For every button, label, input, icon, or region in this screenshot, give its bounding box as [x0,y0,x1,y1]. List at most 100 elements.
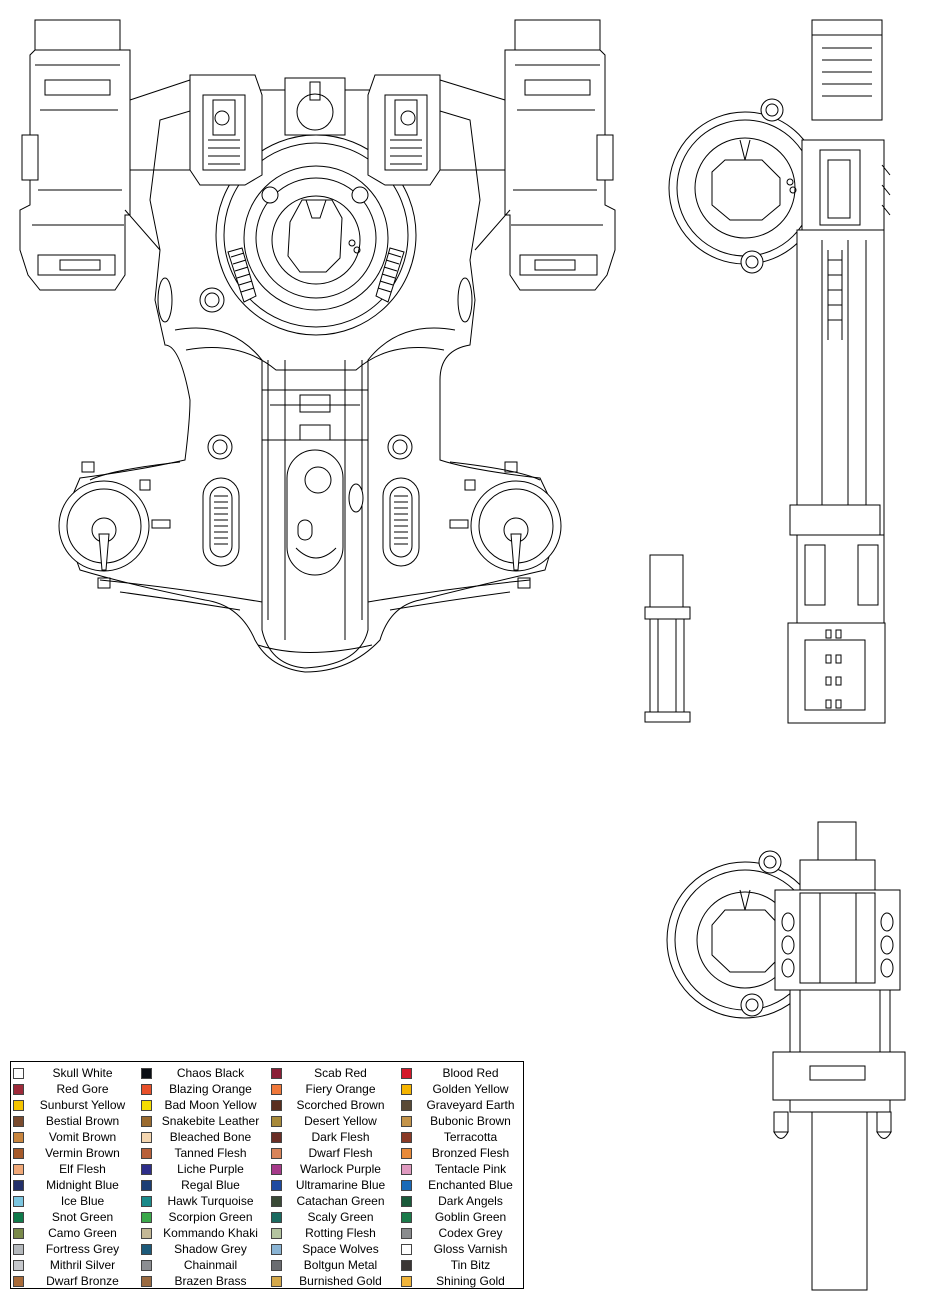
paint-name: Chainmail [183,1258,238,1272]
palette-entry: Bad Moon Yellow [141,1097,269,1113]
color-swatch [13,1179,24,1191]
palette-entry: Dark Angels [401,1193,529,1209]
palette-entry: Goblin Green [401,1209,529,1225]
paint-name: Red Gore [56,1082,109,1096]
paint-name: Regal Blue [181,1178,240,1192]
palette-entry: Snakebite Leather [141,1113,269,1129]
color-swatch [271,1227,282,1239]
paint-name: Dwarf Bronze [46,1274,119,1288]
palette-entry: Brazen Brass [141,1273,269,1289]
paint-name: Gloss Varnish [433,1242,508,1256]
color-swatch [271,1179,282,1191]
color-swatch [141,1147,152,1159]
color-swatch [401,1067,412,1079]
paint-name: Goblin Green [434,1210,507,1224]
color-swatch [271,1195,282,1207]
palette-entry: Dwarf Bronze [13,1273,141,1289]
paint-name: Vermin Brown [45,1146,120,1160]
paint-name: Shadow Grey [174,1242,247,1256]
color-swatch [401,1099,412,1111]
palette-entry: Scorpion Green [141,1209,269,1225]
paint-name: Hawk Turquoise [167,1194,254,1208]
palette-entry: Warlock Purple [271,1161,399,1177]
paint-name: Liche Purple [177,1162,244,1176]
backpack-front-view [20,20,615,672]
paint-name: Desert Yellow [304,1114,377,1128]
palette-entry: Bestial Brown [13,1113,141,1129]
paint-name: Rotting Flesh [305,1226,376,1240]
color-swatch [141,1163,152,1175]
palette-entry: Midnight Blue [13,1177,141,1193]
paint-name: Golden Yellow [432,1082,509,1096]
paint-name: Skull White [52,1066,113,1080]
palette-entry: Catachan Green [271,1193,399,1209]
paint-name: Boltgun Metal [303,1258,378,1272]
palette-entry: Bleached Bone [141,1129,269,1145]
palette-entry: Tin Bitz [401,1257,529,1273]
paint-name: Catachan Green [296,1194,385,1208]
palette-entry: Snot Green [13,1209,141,1225]
paint-name: Space Wolves [302,1242,379,1256]
paint-name: Kommando Khaki [163,1226,258,1240]
paint-name: Blazing Orange [169,1082,252,1096]
color-swatch [271,1275,282,1287]
color-swatch [141,1227,152,1239]
paint-name: Scab Red [314,1066,367,1080]
palette-entry: Codex Grey [401,1225,529,1241]
palette-entry: Skull White [13,1065,141,1081]
paint-name: Brazen Brass [174,1274,247,1288]
paint-name: Graveyard Earth [426,1098,515,1112]
paint-name: Dark Angels [438,1194,503,1208]
color-swatch [13,1211,24,1223]
color-swatch [13,1275,24,1287]
paint-name: Fortress Grey [45,1242,120,1256]
paint-name: Enchanted Blue [428,1178,513,1192]
color-swatch [271,1115,282,1127]
paint-name: Vomit Brown [48,1130,117,1144]
paint-name: Sunburst Yellow [39,1098,126,1112]
color-swatch [141,1211,152,1223]
paint-name: Scorpion Green [168,1210,253,1224]
color-swatch [13,1131,24,1143]
palette-entry: Mithril Silver [13,1257,141,1273]
backpack-top-view [667,822,905,1290]
color-swatch [401,1179,412,1191]
palette-entry: Ice Blue [13,1193,141,1209]
color-swatch [401,1275,412,1287]
palette-entry: Elf Flesh [13,1161,141,1177]
palette-entry: Liche Purple [141,1161,269,1177]
color-swatch [141,1179,152,1191]
paint-name: Camo Green [48,1226,117,1240]
color-swatch [271,1131,282,1143]
color-swatch [271,1067,282,1079]
paint-name: Warlock Purple [300,1162,381,1176]
color-swatch [13,1147,24,1159]
palette-entry: Blazing Orange [141,1081,269,1097]
color-swatch [141,1259,152,1271]
paint-name: Tin Bitz [450,1258,491,1272]
paint-name: Scaly Green [307,1210,374,1224]
paint-name: Dark Flesh [311,1130,370,1144]
palette-entry: Desert Yellow [271,1113,399,1129]
color-swatch [271,1243,282,1255]
palette-entry: Enchanted Blue [401,1177,529,1193]
paint-name: Blood Red [442,1066,499,1080]
color-swatch [141,1243,152,1255]
color-swatch [13,1195,24,1207]
palette-entry: Rotting Flesh [271,1225,399,1241]
paint-name: Ultramarine Blue [295,1178,386,1192]
color-swatch [13,1163,24,1175]
color-swatch [13,1115,24,1127]
color-swatch [141,1131,152,1143]
color-swatch [401,1243,412,1255]
palette-entry: Camo Green [13,1225,141,1241]
palette-entry: Scab Red [271,1065,399,1081]
palette-entry: Dwarf Flesh [271,1145,399,1161]
backpack-side-view [669,20,890,723]
paint-name: Terracotta [443,1130,498,1144]
color-swatch [13,1067,24,1079]
paint-name: Mithril Silver [49,1258,116,1272]
